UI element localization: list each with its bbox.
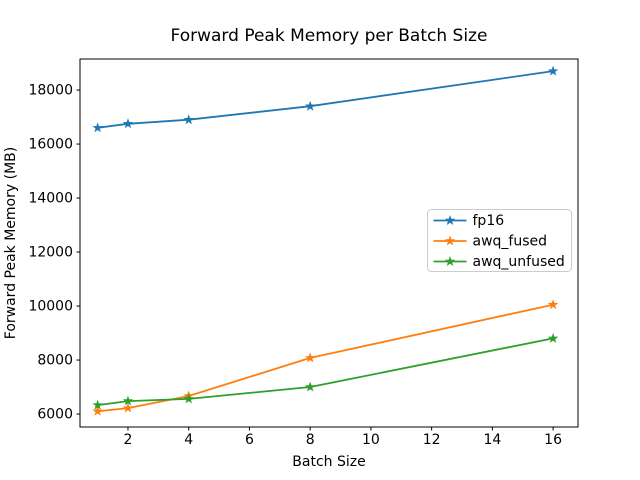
legend-box (427, 209, 572, 272)
legend-label-fp16: fp16 (473, 213, 505, 229)
x-tick-label: 16 (544, 432, 562, 448)
legend-marker-awq_unfused (444, 256, 456, 266)
marker-fp16 (92, 122, 103, 133)
x-tick-label: 14 (483, 432, 501, 448)
marker-fp16 (122, 118, 134, 129)
marker-awq_fused (122, 402, 134, 413)
marker-awq_unfused (183, 393, 194, 404)
x-axis-label: Batch Size (292, 454, 365, 470)
marker-awq_fused (547, 299, 559, 310)
series-line-awq_unfused (97, 337, 554, 406)
x-tick-label: 8 (306, 432, 315, 448)
legend-marker-awq_fused (444, 235, 456, 246)
y-tick-label: 10000 (28, 299, 73, 315)
marker-fp16 (183, 114, 194, 125)
plot-border (79, 58, 579, 428)
x-tick-label: 12 (423, 432, 441, 448)
x-tick-label: 2 (124, 432, 133, 448)
y-tick-label: 12000 (28, 245, 73, 261)
y-tick-label: 8000 (37, 353, 73, 369)
marker-awq_fused (92, 405, 103, 416)
y-tick-label: 18000 (28, 83, 73, 99)
series-line-awq_fused (97, 303, 554, 413)
marker-awq_unfused (92, 399, 103, 410)
x-tick-label: 6 (245, 432, 254, 448)
legend-marker-fp16 (444, 215, 456, 225)
plot-area: 2 4 6 8 10 12 14 16 6000 8000 10000 12000 14000 16000… (28, 58, 579, 448)
marker-fp16 (304, 100, 316, 111)
y-tick-label: 14000 (28, 191, 73, 207)
marker-fp16 (547, 65, 559, 76)
marker-awq_unfused (547, 332, 559, 343)
marker-awq_unfused (304, 381, 316, 392)
y-tick-label: 16000 (28, 137, 73, 153)
series-line-fp16 (97, 70, 554, 129)
legend-label-awq_unfused: awq_unfused (473, 254, 565, 270)
marker-awq_fused (304, 352, 316, 363)
x-tick-label: 4 (184, 432, 193, 448)
marker-awq_unfused (122, 395, 134, 406)
x-tick-label: 10 (362, 432, 380, 448)
y-tick-label: 6000 (37, 407, 73, 423)
chart-title: Forward Peak Memory per Batch Size (171, 26, 488, 46)
y-axis-label: Forward Peak Memory (MB) (3, 147, 19, 339)
legend-label-awq_fused: awq_fused (473, 234, 548, 250)
